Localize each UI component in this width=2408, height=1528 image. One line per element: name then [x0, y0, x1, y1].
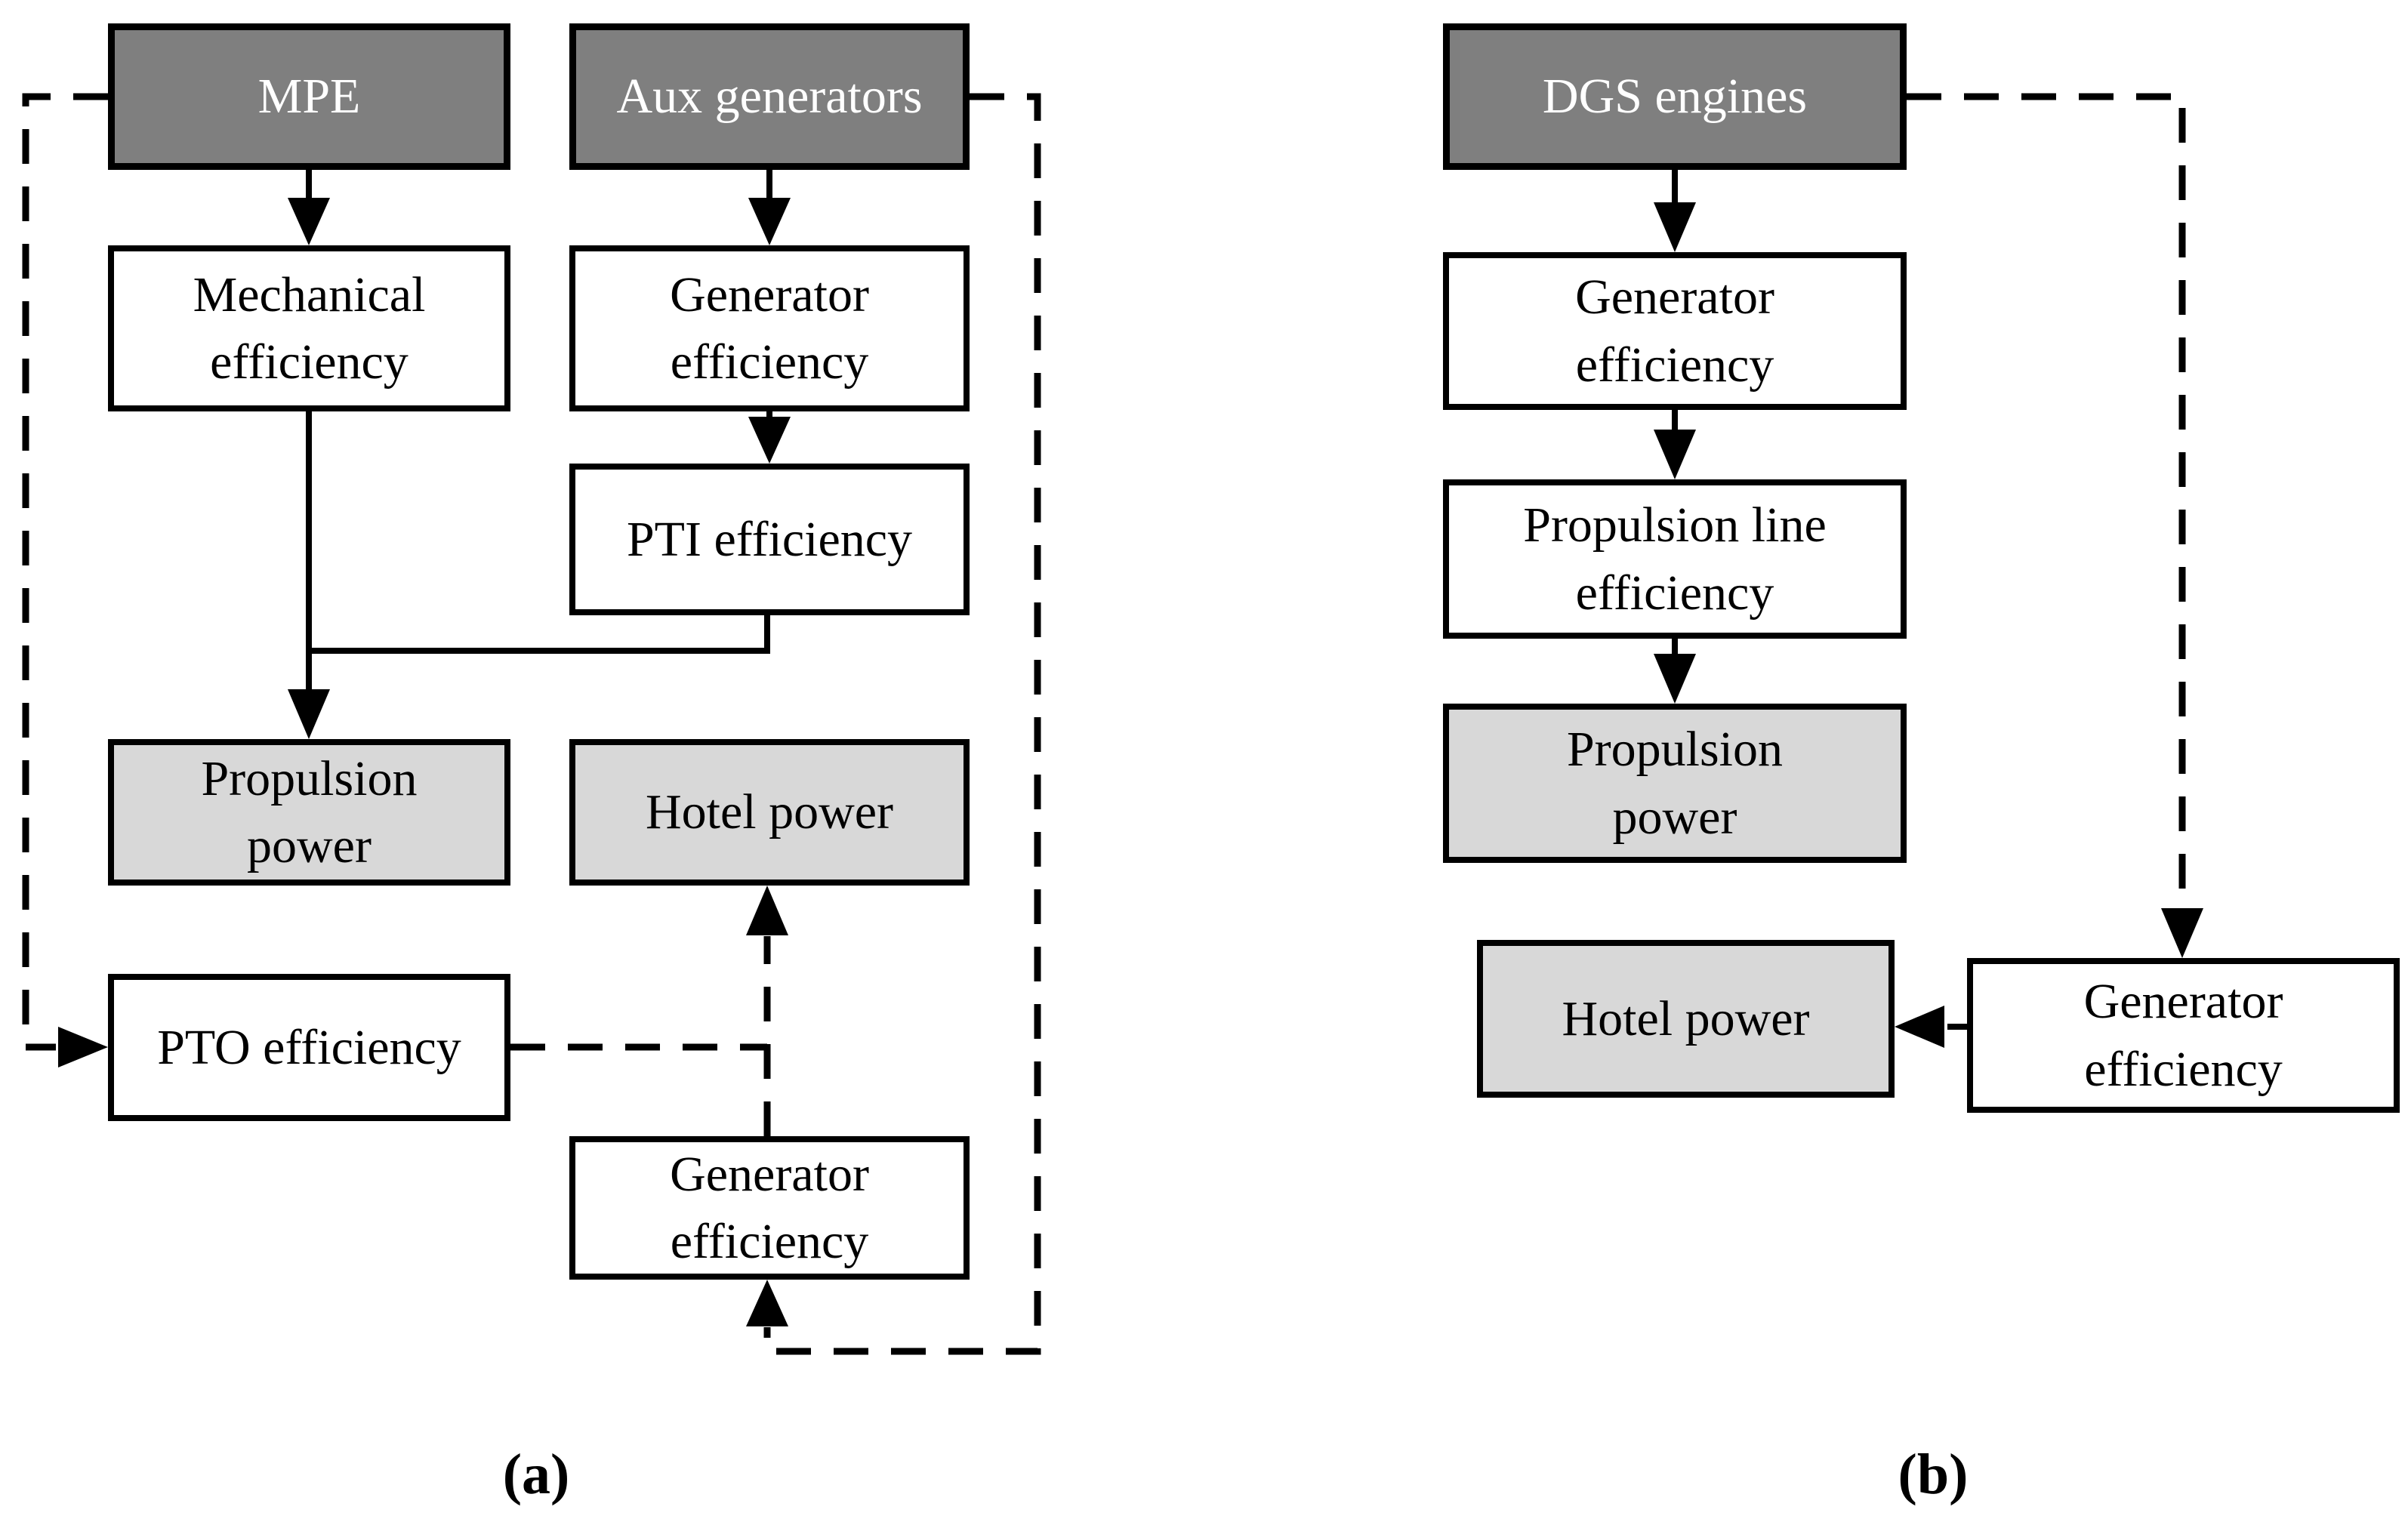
node-mechanical-efficiency-label: Mechanical efficiency — [193, 266, 426, 390]
node-propulsion-line-efficiency-label: Propulsion line efficiency — [1523, 498, 1827, 621]
node-dgs-engines-label: DGS engines — [1542, 69, 1808, 125]
node-propulsion-power-b: Propulsion power — [1443, 704, 1907, 863]
node-generator-efficiency-b-label: Generator efficiency — [1575, 270, 1774, 393]
aux-to-generator-arrow — [748, 170, 791, 245]
dgs-to-hotel-generator-dashed-arrow — [1907, 93, 2203, 958]
node-dgs-engines: DGS engines — [1443, 23, 1907, 170]
propulsion-line-to-propulsion-power-arrow — [1654, 639, 1696, 704]
node-propulsion-power-a: Propulsion power — [108, 739, 510, 886]
generator-to-propulsion-line-arrow — [1654, 410, 1696, 479]
generator-to-pti-arrow — [748, 411, 791, 464]
node-mpe: MPE — [108, 23, 510, 170]
node-propulsion-power-a-label: Propulsion power — [201, 750, 418, 873]
generator-bottom-to-hotel-dashed-arrow — [746, 886, 788, 1136]
node-propulsion-power-b-label: Propulsion power — [1566, 722, 1784, 845]
node-propulsion-line-efficiency: Propulsion line efficiency — [1443, 479, 1907, 639]
node-generator-efficiency-bottom: Generator efficiency — [569, 1136, 970, 1280]
node-generator-efficiency-top: Generator efficiency — [569, 245, 970, 411]
node-hotel-power-b-label: Hotel power — [1562, 990, 1810, 1046]
node-pti-efficiency-label: PTI efficiency — [626, 511, 913, 567]
node-generator-efficiency-b: Generator efficiency — [1443, 252, 1907, 410]
node-hotel-power-b: Hotel power — [1477, 940, 1895, 1098]
node-aux-generators-label: Aux generators — [616, 69, 923, 125]
aux-to-generator-bottom-dashed-arrow — [746, 93, 1041, 1355]
mpe-to-pto-dashed-arrow — [22, 93, 108, 1067]
node-pto-efficiency: PTO efficiency — [108, 974, 510, 1121]
panel-a-caption: (a) — [502, 1443, 570, 1506]
node-generator-efficiency-bottom-label: Generator efficiency — [670, 1146, 869, 1269]
node-aux-generators: Aux generators — [569, 23, 970, 170]
mech-and-pti-join-to-propulsion-arrow — [288, 411, 770, 739]
node-hotel-power-a: Hotel power — [569, 739, 970, 886]
node-mpe-label: MPE — [257, 69, 361, 125]
node-generator-efficiency-hotel-label: Generator efficiency — [2083, 974, 2283, 1097]
node-hotel-power-a-label: Hotel power — [645, 784, 894, 840]
panel-b-caption: (b) — [1898, 1443, 1969, 1506]
dgs-to-generator-arrow — [1654, 170, 1696, 252]
mpe-to-mechanical-arrow — [288, 170, 330, 245]
node-generator-efficiency-top-label: Generator efficiency — [670, 266, 869, 390]
generator-to-hotel-arrow — [1895, 1006, 1967, 1048]
node-mechanical-efficiency: Mechanical efficiency — [108, 245, 510, 411]
node-pti-efficiency: PTI efficiency — [569, 464, 970, 615]
node-pto-efficiency-label: PTO efficiency — [157, 1019, 461, 1075]
node-generator-efficiency-hotel: Generator efficiency — [1967, 958, 2400, 1113]
